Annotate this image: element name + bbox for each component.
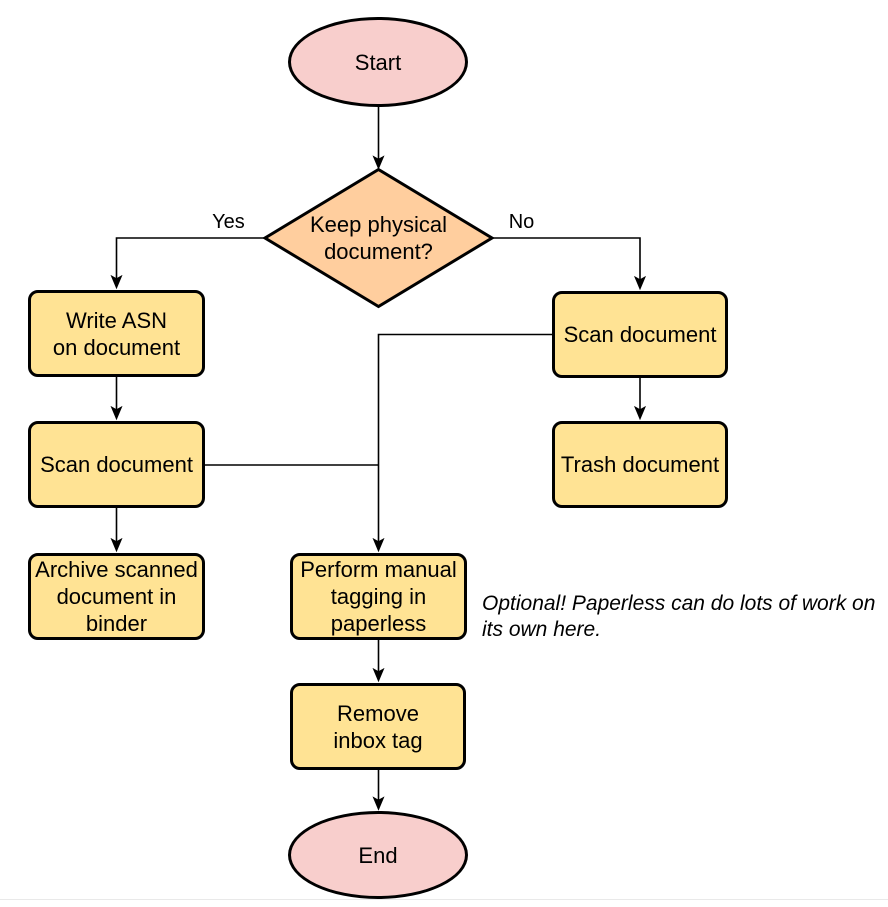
- node-start: Start: [288, 17, 468, 107]
- node-manual-tagging-label: Perform manual tagging in paperless: [300, 557, 457, 636]
- node-trash-document: Trash document: [552, 421, 728, 508]
- node-end: End: [288, 811, 468, 899]
- canvas-bottom-divider: [0, 899, 888, 900]
- node-trash-document-label: Trash document: [560, 452, 720, 477]
- node-manual-tagging: Perform manual tagging in paperless: [290, 553, 467, 640]
- node-start-label: Start: [354, 49, 402, 75]
- edge-scan-right-to-tagging: [379, 333, 552, 551]
- edge-label-yes: Yes: [212, 211, 245, 233]
- edge-decision-yes-to-write-asn: [117, 237, 265, 287]
- annotation-optional-note: Optional! Paperless can do lots of work …: [482, 592, 876, 641]
- edge-label-no: No: [508, 211, 535, 233]
- node-archive-binder-label: Archive scanned document in binder: [35, 557, 198, 636]
- node-write-asn-label: Write ASN on document: [52, 307, 181, 360]
- node-decision-label: Keep physical document?: [310, 212, 447, 264]
- node-scan-document-right: Scan document: [552, 291, 728, 378]
- node-end-label: End: [358, 842, 398, 868]
- node-scan-document-left: Scan document: [28, 421, 205, 508]
- node-remove-inbox-tag-label: Remove inbox tag: [333, 700, 423, 753]
- edge-decision-no-to-scan-right: [492, 237, 640, 288]
- node-write-asn: Write ASN on document: [28, 290, 205, 377]
- node-scan-document-left-label: Scan document: [40, 452, 193, 477]
- decision-diamond-shape: [262, 167, 495, 309]
- node-remove-inbox-tag: Remove inbox tag: [290, 683, 466, 770]
- node-scan-document-right-label: Scan document: [563, 322, 717, 347]
- node-archive-binder: Archive scanned document in binder: [28, 553, 205, 640]
